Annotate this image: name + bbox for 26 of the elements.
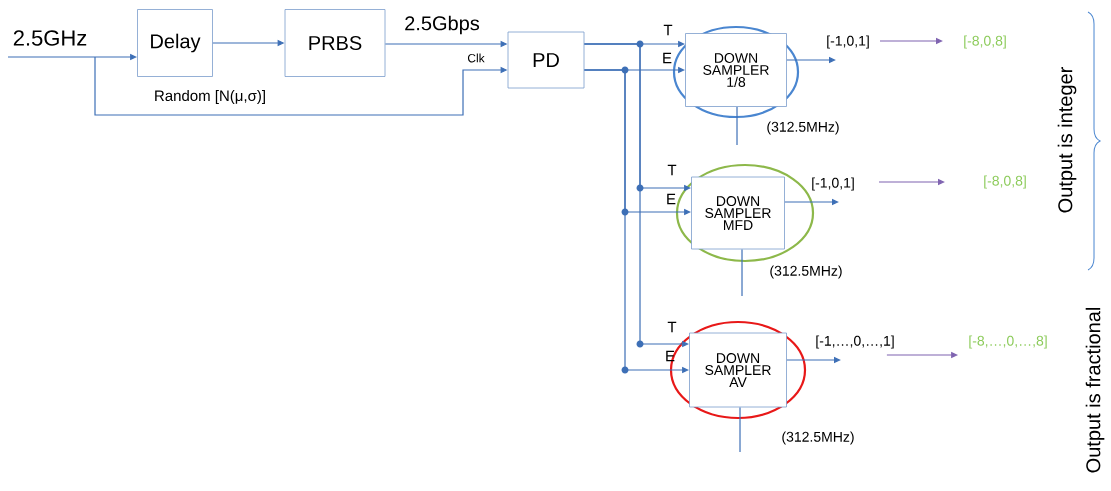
annotation: Output is integer — [1057, 67, 1077, 213]
annotation: Clk — [467, 53, 485, 63]
frequency-label: (312.5MHz) — [770, 265, 842, 279]
value-label: [-1,0,1] — [812, 177, 854, 191]
edge-label: 2.5Gbps — [405, 15, 480, 35]
process-box: DOWN SAMPLER MFD — [691, 176, 785, 250]
frequency-label: (312.5MHz) — [782, 431, 854, 445]
edge-label: T — [667, 321, 677, 333]
annotation: Output is fractional — [1085, 308, 1105, 473]
value-label: [-1,…,0,…,1] — [816, 335, 894, 349]
process-box: PRBS — [284, 9, 386, 77]
frequency-label: (312.5MHz) — [767, 121, 839, 135]
edge-label: T — [667, 164, 677, 176]
value-label: [-8,0,8] — [964, 35, 1006, 49]
process-box: PD — [507, 31, 585, 89]
process-box: Delay — [137, 9, 213, 77]
annotation: Random [N(μ,σ)] — [155, 90, 265, 104]
value-label: [-8,…,0,…,8] — [969, 335, 1047, 349]
edge-label: 2.5GHz — [13, 30, 87, 46]
edge-label: T — [663, 24, 673, 36]
process-box: DOWN SAMPLER AV — [689, 332, 787, 408]
value-label: [-1,0,1] — [827, 35, 869, 49]
process-box: DOWN SAMPLER 1/8 — [685, 33, 787, 107]
edge-label: E — [667, 193, 676, 205]
edge-label: E — [663, 52, 672, 64]
value-label: [-8,0,8] — [984, 175, 1026, 189]
